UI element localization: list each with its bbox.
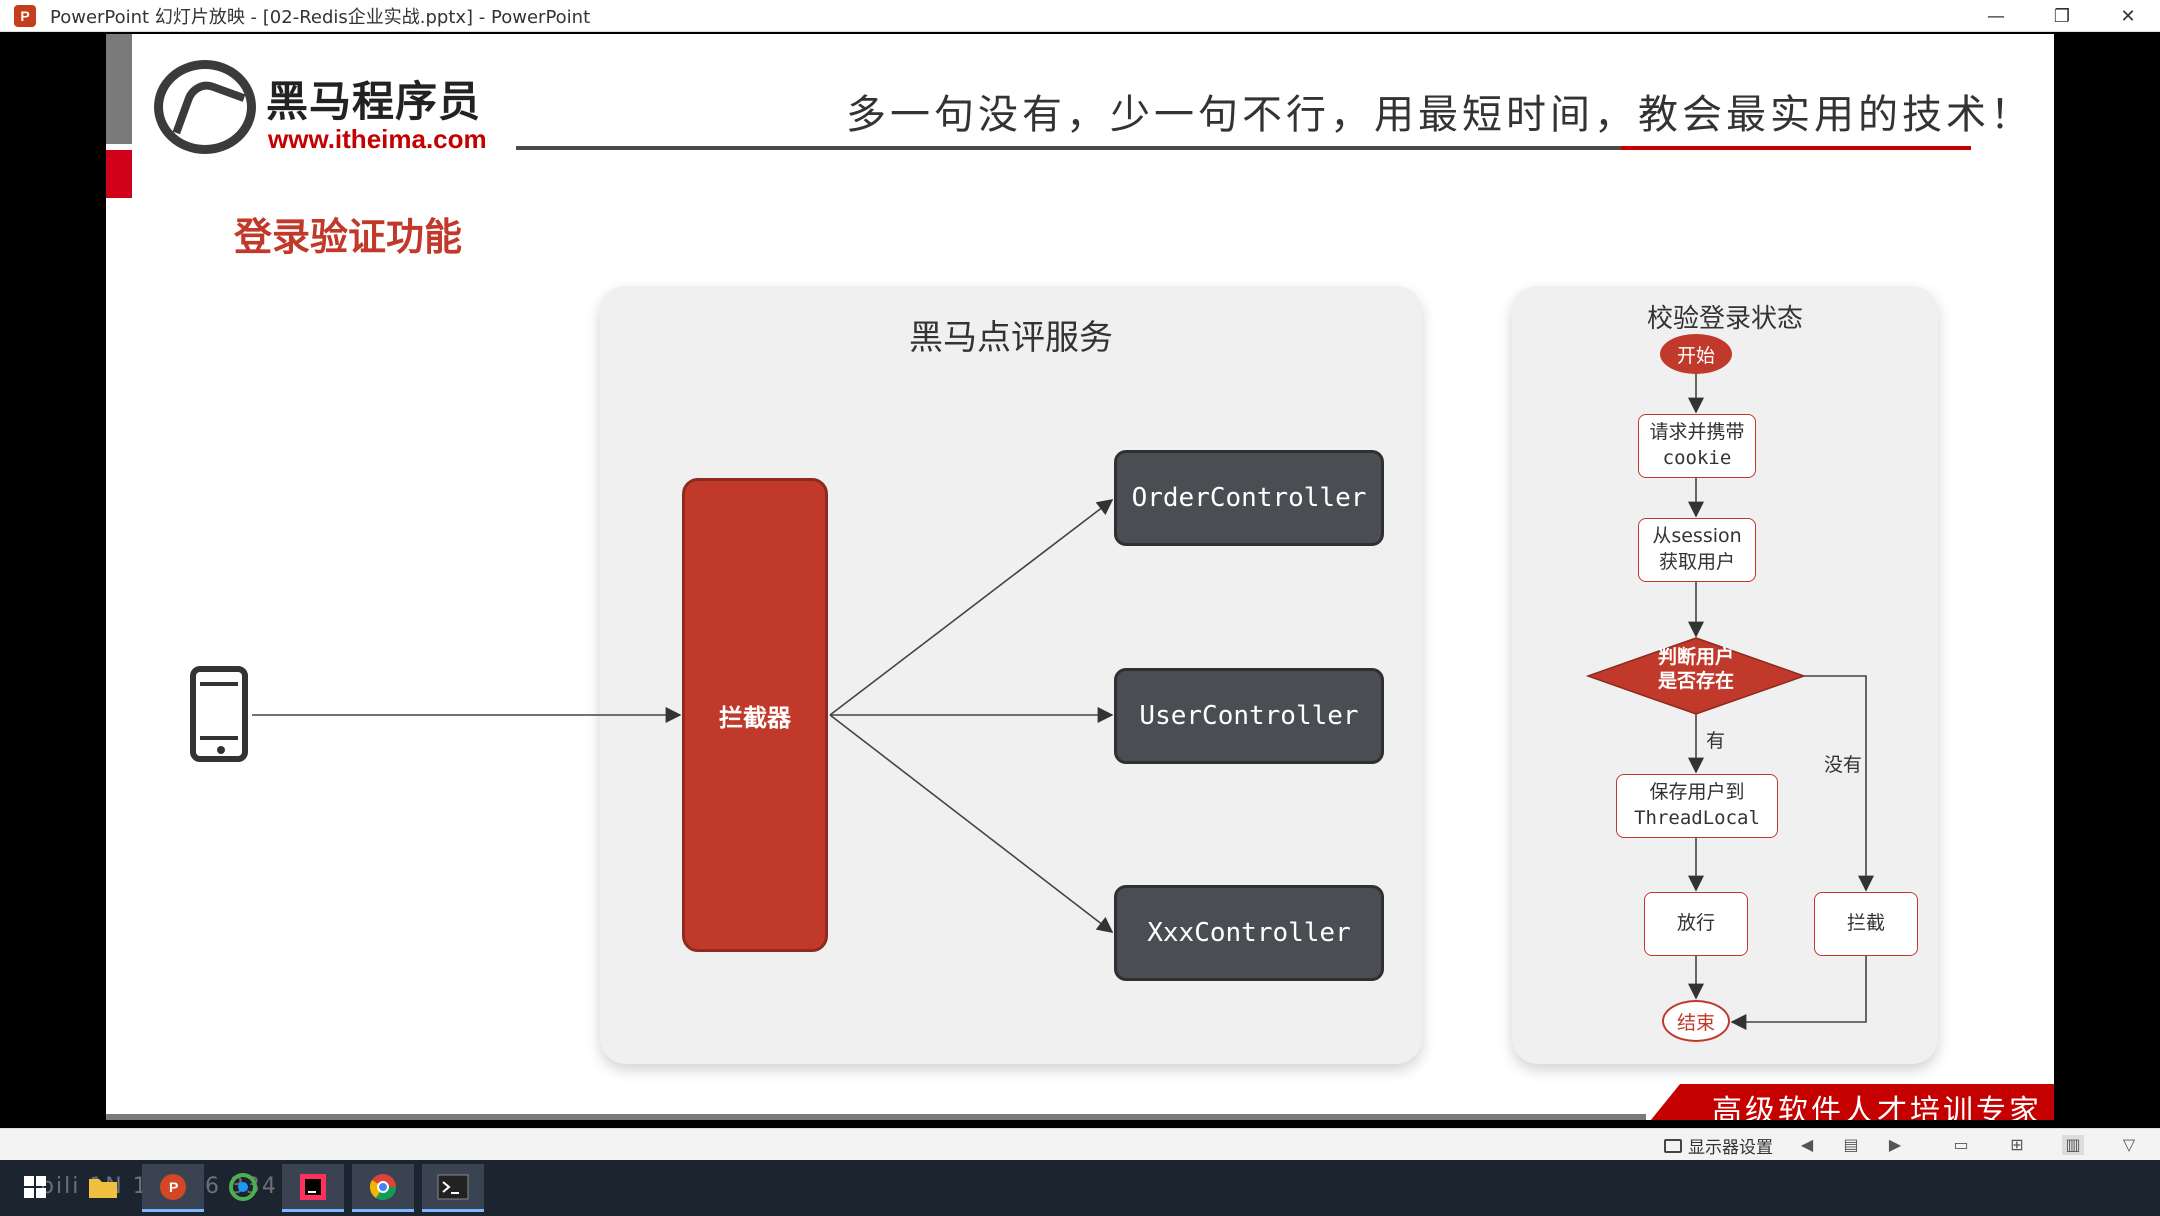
header-rule-accent bbox=[1621, 146, 1971, 150]
flow-session-line1: 从session bbox=[1652, 525, 1742, 548]
windows-taskbar: bili 1N 1u7 P6 334 14 P bbox=[0, 1160, 2160, 1216]
logo-url: www.itheima.com bbox=[268, 124, 487, 154]
file-explorer-taskbar-button[interactable] bbox=[72, 1164, 134, 1212]
horse-logo-icon bbox=[154, 60, 256, 154]
footer-banner-text: 高级软件人才培训专家 bbox=[1712, 1094, 2042, 1120]
monitor-icon bbox=[1664, 1138, 1682, 1153]
slide-menu-icon[interactable]: ▤ bbox=[1843, 1135, 1859, 1154]
terminal-icon bbox=[437, 1174, 469, 1199]
mobile-phone-icon bbox=[190, 666, 248, 762]
service-panel-title: 黑马点评服务 bbox=[909, 318, 1113, 358]
display-settings-label: 显示器设置 bbox=[1688, 1138, 1773, 1158]
powerpoint-icon: P bbox=[14, 4, 36, 27]
window-title: PowerPoint 幻灯片放映 - [02-Redis企业实战.pptx] -… bbox=[50, 6, 591, 28]
flow-decision-text: 判断用户 是否存在 bbox=[1588, 646, 1804, 694]
flow-start-oval: 开始 bbox=[1660, 334, 1732, 374]
powerpoint-app-icon: P bbox=[160, 1173, 186, 1200]
terminal-taskbar-button[interactable] bbox=[422, 1164, 484, 1212]
xxx-controller-box: XxxController bbox=[1114, 885, 1384, 981]
slideshow-view-icon[interactable]: ▽ bbox=[2122, 1135, 2136, 1154]
flow-decision-line1: 判断用户 bbox=[1657, 646, 1734, 668]
slide-slogan: 多一句没有，少一句不行，用最短时间，教会最实用的技术！ bbox=[846, 92, 2034, 138]
flow-request-line2: cookie bbox=[1662, 447, 1732, 469]
flow-yes-label: 有 bbox=[1706, 730, 1726, 752]
normal-view-icon[interactable]: ▭ bbox=[1953, 1135, 1969, 1154]
browser-icon bbox=[229, 1172, 257, 1201]
minimize-button[interactable]: — bbox=[1987, 5, 2005, 27]
accent-bar-red bbox=[106, 150, 132, 198]
flow-panel-title: 校验登录状态 bbox=[1646, 304, 1803, 334]
slide[interactable]: 黑马程序员 www.itheima.com 多一句没有，少一句不行，用最短时间，… bbox=[106, 34, 2054, 1120]
start-button[interactable] bbox=[4, 1164, 66, 1212]
flow-get-user-box: 从session 获取用户 bbox=[1638, 518, 1756, 582]
block-to-end-arrow bbox=[1730, 956, 1867, 1030]
browser-taskbar-button[interactable] bbox=[212, 1164, 274, 1212]
logo-chinese-name: 黑马程序员 bbox=[266, 77, 482, 126]
flow-end-oval: 结束 bbox=[1662, 1000, 1730, 1042]
restore-button[interactable]: ❐ bbox=[2053, 5, 2071, 27]
interceptor-to-order-arrow bbox=[829, 499, 1114, 716]
slideshow-status-bar: 显示器设置 ◀ ▤ ▶ ▭ ⊞ ▥ ▽ bbox=[0, 1128, 2160, 1160]
flow-request-cookie-box: 请求并携带 cookie bbox=[1638, 414, 1756, 478]
window-title-bar: P PowerPoint 幻灯片放映 - [02-Redis企业实战.pptx]… bbox=[0, 0, 2160, 32]
flow-no-label: 没有 bbox=[1824, 754, 1863, 776]
windows-logo-icon bbox=[24, 1175, 46, 1198]
slide-heading: 登录验证功能 bbox=[234, 215, 463, 259]
user-controller-box: UserController bbox=[1114, 668, 1384, 764]
folder-icon bbox=[89, 1178, 117, 1198]
display-settings-button[interactable]: 显示器设置 bbox=[1664, 1133, 1773, 1158]
flow-block-box: 拦截 bbox=[1814, 892, 1918, 956]
intellij-icon bbox=[300, 1173, 326, 1200]
flow-save-line2: ThreadLocal bbox=[1634, 807, 1760, 829]
accent-bar-grey bbox=[106, 34, 132, 144]
reading-view-icon[interactable]: ▥ bbox=[2062, 1135, 2084, 1155]
slide-sorter-icon[interactable]: ⊞ bbox=[2010, 1135, 2024, 1154]
interceptor-to-xxx-arrow bbox=[829, 714, 1114, 933]
decision-to-block-arrow bbox=[1804, 675, 1874, 892]
footer-banner bbox=[1646, 1084, 2054, 1120]
footer-rule bbox=[106, 1114, 1646, 1120]
close-button[interactable]: ✕ bbox=[2120, 5, 2136, 27]
intellij-taskbar-button[interactable] bbox=[282, 1164, 344, 1212]
decision-diamond bbox=[1585, 637, 1807, 715]
chrome-taskbar-button[interactable] bbox=[352, 1164, 414, 1212]
flow-session-line2: 获取用户 bbox=[1658, 551, 1735, 573]
flow-request-line1: 请求并携带 bbox=[1649, 421, 1745, 444]
header-rule bbox=[516, 146, 1688, 150]
interceptor-block: 拦截器 bbox=[682, 478, 828, 952]
svg-text:P: P bbox=[169, 1179, 178, 1195]
flow-decision-line2: 是否存在 bbox=[1657, 669, 1734, 692]
flow-save-line1: 保存用户到 bbox=[1649, 781, 1745, 804]
chrome-icon bbox=[369, 1173, 397, 1200]
next-slide-icon[interactable]: ▶ bbox=[1888, 1135, 1902, 1154]
itheima-logo: 黑马程序员 www.itheima.com bbox=[154, 60, 487, 160]
order-controller-box: OrderController bbox=[1114, 450, 1384, 546]
flow-pass-box: 放行 bbox=[1644, 892, 1748, 956]
previous-slide-icon[interactable]: ◀ bbox=[1800, 1135, 1814, 1154]
flow-save-threadlocal-box: 保存用户到 ThreadLocal bbox=[1616, 774, 1778, 838]
diagram-connectors bbox=[252, 374, 1874, 1030]
powerpoint-taskbar-button[interactable]: P bbox=[142, 1164, 204, 1212]
